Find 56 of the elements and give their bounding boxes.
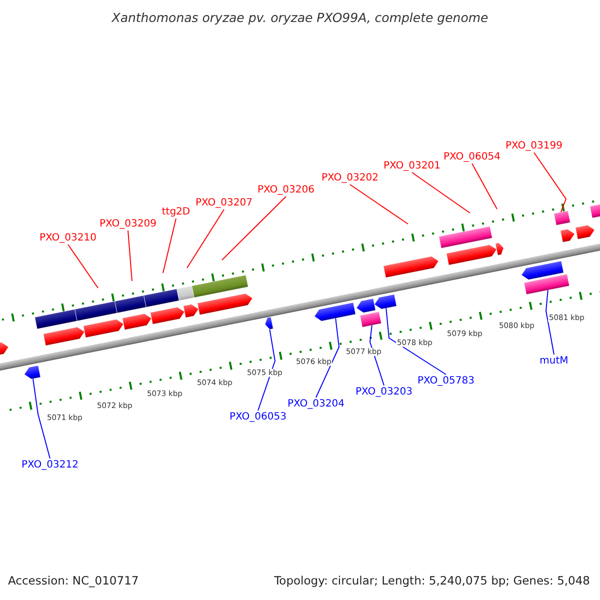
gene-bar xyxy=(34,309,78,330)
footer-text: Topology: circular; Length: 5,240,075 bp; Genes: 5,048 xyxy=(274,574,590,588)
gene-bar xyxy=(114,295,146,314)
gene-bar xyxy=(74,301,118,322)
gene-label: mutM xyxy=(540,356,568,366)
leader-line xyxy=(316,318,340,398)
gene-feature xyxy=(83,319,124,338)
gene-bar xyxy=(590,203,600,218)
gene-label: PXO_03209 xyxy=(100,218,156,230)
leader-line xyxy=(162,218,176,274)
gene-label: PXO_03201 xyxy=(384,160,440,172)
leader-line xyxy=(32,378,50,459)
gene-feature xyxy=(356,298,376,313)
gene-feature xyxy=(521,260,564,280)
gene-feature xyxy=(183,304,199,318)
gene-feature xyxy=(43,326,85,346)
gene-bar xyxy=(360,312,382,328)
title: Xanthomonas oryzae pv. oryzae PXO99A, complete genome xyxy=(112,11,488,25)
leader-line xyxy=(222,196,286,260)
gene-bar xyxy=(176,286,194,301)
leader-line xyxy=(258,328,276,411)
leader-line xyxy=(546,290,554,355)
gene-feature xyxy=(560,228,575,242)
gene-feature xyxy=(575,224,595,240)
gene-feature xyxy=(374,294,397,310)
gene-feature xyxy=(24,365,41,380)
leader-line xyxy=(472,163,498,210)
gene-bar xyxy=(438,226,492,248)
gene-feature xyxy=(495,242,504,256)
gene-feature xyxy=(122,314,152,330)
gene-label: PXO_03199 xyxy=(506,140,562,152)
leader-line xyxy=(386,308,446,375)
gene-label: PXO_03207 xyxy=(196,198,252,208)
gene-feature xyxy=(264,316,274,330)
leader-line xyxy=(350,184,408,224)
gene-label: PXO_03203 xyxy=(356,386,412,398)
gene-label: PXO_06054 xyxy=(444,152,500,162)
gene-label: PXO_03204 xyxy=(288,398,344,410)
gene-bar xyxy=(554,210,570,226)
leader-line xyxy=(186,209,224,268)
leader-line xyxy=(68,244,98,288)
gene-label: PXO_05783 xyxy=(418,376,474,386)
gene-label: PXO_06053 xyxy=(230,412,286,422)
leader-line xyxy=(412,172,470,214)
gene-label: PXO_03202 xyxy=(322,172,378,184)
leader-line xyxy=(128,230,132,282)
leader-line xyxy=(370,324,384,386)
gene-label: PXO_03210 xyxy=(40,232,96,244)
gene-feature xyxy=(0,342,9,356)
gene-feature xyxy=(383,256,439,278)
gene-bar xyxy=(524,274,570,295)
gene-label: ttg2D xyxy=(162,206,190,218)
footer-text: Accession: NC_010717 xyxy=(8,574,139,588)
gene-label: PXO_03212 xyxy=(22,460,78,470)
gene-label: PXO_03206 xyxy=(258,184,314,196)
leader-line xyxy=(534,152,567,213)
